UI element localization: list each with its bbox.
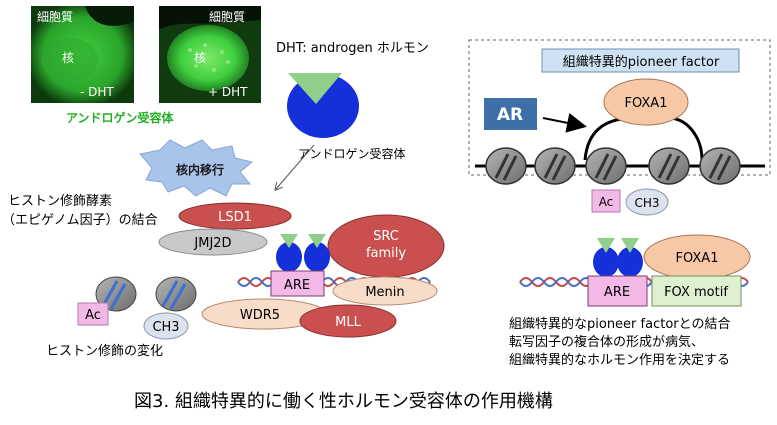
pioneer-title: 組織特異的pioneer factor: [563, 54, 720, 70]
micrograph-right-cytoplasm-label: 細胞質: [209, 9, 245, 24]
mll-shape: [299, 304, 397, 338]
micrograph-right-condition-label: + DHT: [208, 85, 248, 99]
nucleosome-right-2: [534, 147, 576, 185]
micrograph-minus-dht: 細胞質 核 - DHT: [31, 6, 134, 103]
mll-label: MLL: [335, 315, 361, 330]
jmj2d-shape: [158, 228, 268, 256]
figure-caption: 図3. 組織特異的に働く性ホルモン受容体の作用機構: [134, 391, 553, 412]
ligand-dimer-b: [308, 234, 326, 248]
ligand-dimer-a: [280, 234, 298, 248]
histone-enzymes-label-line2: （エピゲノム因子）の結合: [2, 213, 158, 228]
histone-enzymes-label-line1: ヒストン修飾酵素: [8, 194, 112, 209]
pioneer-desc-line2: 転写因子の複合体の形成が病気、: [509, 334, 704, 350]
foxa1-top-label: FOXA1: [625, 96, 668, 111]
ligand-dimer-right-b: [621, 238, 639, 253]
ligand-dimer-right-a: [597, 238, 615, 253]
ac-mark-right-label: Ac: [599, 195, 614, 209]
jmj2d-label: JMJ2D: [193, 236, 231, 251]
nucleosome-right-1: [485, 147, 527, 185]
translocation-label: 核内移行: [176, 162, 224, 177]
fox-motif-label: FOX motif: [664, 285, 728, 300]
nucleosome-right-3: [585, 147, 627, 185]
micrograph-left-condition-label: - DHT: [80, 85, 114, 99]
nucleosome-left-b: [155, 276, 197, 312]
foxa1-bottom-label: FOXA1: [676, 251, 719, 266]
dht-label: DHT: androgen ホルモン: [276, 41, 429, 56]
lsd1-label: LSD1: [218, 210, 252, 225]
are-box-left: [270, 270, 325, 297]
receptor-dimer-right-b: [617, 247, 643, 277]
histone-mod-label: ヒストン修飾の変化: [46, 343, 163, 359]
micrograph-caption: アンドロゲン受容体: [66, 110, 175, 125]
pioneer-panel-frame: [468, 39, 771, 176]
receptor-dimer-a: [276, 242, 302, 272]
wdr5-label: WDR5: [240, 308, 280, 323]
micrograph-right-nucleus-label: 核: [194, 51, 206, 65]
foxa1-top-shape: [603, 78, 689, 126]
are-box-right: [587, 275, 648, 307]
receptor-arrow: [276, 144, 315, 189]
pioneer-desc-line3: 組織特異的なホルモン作用を決定する: [509, 352, 730, 368]
ch3-mark-right: [625, 188, 669, 216]
ch3-mark-right-label: CH3: [634, 196, 659, 210]
nucleosome-right-5: [699, 147, 741, 185]
src-label-line2: family: [366, 246, 406, 261]
pioneer-desc-line1: 組織特異的なpioneer factorとの結合: [509, 316, 731, 332]
are-label-left: ARE: [284, 278, 310, 293]
menin-label: Menin: [365, 285, 404, 300]
fox-motif-box: [651, 275, 742, 307]
nucleosome-right-4: [648, 147, 690, 185]
ac-mark-right: [591, 189, 621, 213]
src-label-line1: SRC: [373, 229, 399, 244]
lsd1-shape: [178, 202, 292, 230]
micrograph-plus-dht: 細胞質 核 + DHT: [159, 6, 261, 103]
micrograph-left-nucleus-label: 核: [62, 51, 74, 65]
pioneer-title-box: [541, 48, 740, 73]
menin-shape: [332, 276, 438, 306]
ch3-mark-left-label: CH3: [152, 320, 179, 335]
dht-ligand-triangle: [288, 73, 342, 104]
ar-label: AR: [497, 105, 523, 125]
translocation-starburst: [139, 139, 254, 197]
receptor-label: アンドロゲン受容体: [298, 146, 406, 161]
ac-mark-left: [77, 302, 109, 326]
micrograph-left-cytoplasm-label: 細胞質: [37, 9, 73, 24]
ac-mark-left-label: Ac: [85, 308, 101, 323]
ar-box: [484, 98, 537, 130]
receptor-dimer-b: [304, 242, 330, 272]
ch3-mark-left: [143, 312, 189, 340]
receptor-dimer-right-a: [593, 247, 619, 277]
ar-arrow: [542, 113, 587, 133]
are-label-right: ARE: [604, 285, 630, 300]
